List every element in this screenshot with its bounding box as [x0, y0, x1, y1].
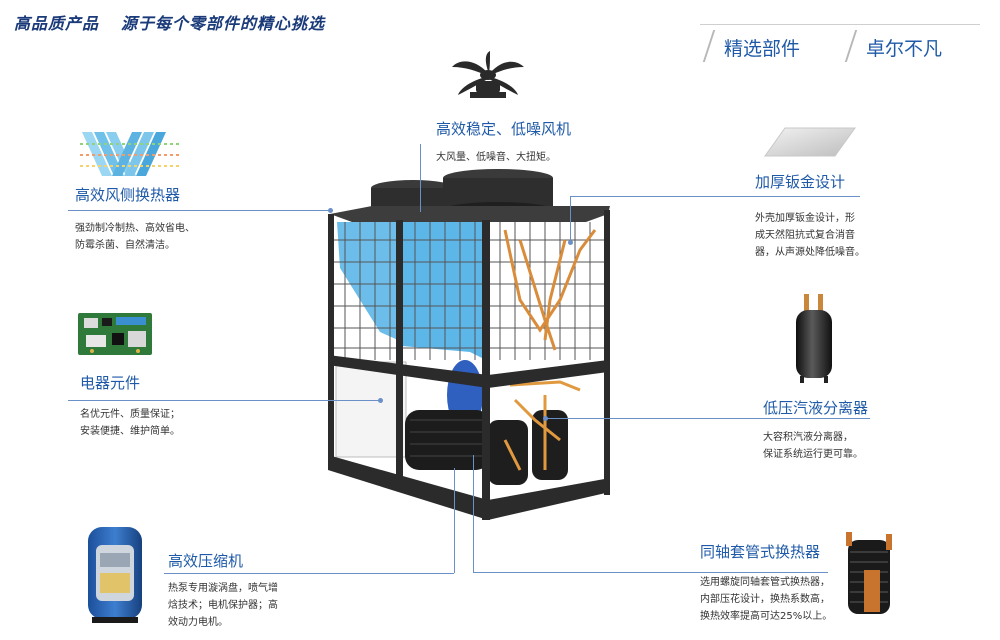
header-divider	[700, 24, 980, 25]
leader-sheet-metal-v	[570, 196, 571, 242]
blue-coil-left	[337, 222, 400, 340]
heat-exchanger-desc-line: 强劲制冷制热、高效省电、	[75, 223, 195, 234]
sheet-metal-desc-line: 成天然阻抗式复合消音	[755, 230, 855, 241]
unit-frame	[328, 210, 610, 520]
fan-icon	[452, 51, 524, 98]
compressor-cluster	[488, 410, 568, 485]
leader-fan	[420, 144, 421, 212]
leader-compressor-h	[164, 573, 454, 574]
fan-title: 高效稳定、低噪风机	[436, 120, 572, 138]
fin-heat-exchanger-icon	[80, 132, 180, 176]
copper-piping-upper	[503, 229, 597, 351]
wire-mesh-grid	[332, 222, 608, 360]
heat-exchanger-desc-line: 防霉杀菌、自然清洁。	[75, 240, 175, 251]
sheet-metal-desc-line: 外壳加厚钣金设计，形	[755, 213, 855, 224]
separator-title: 低压汽液分离器	[763, 399, 869, 417]
electrical-desc-line: 名优元件、质量保证；	[80, 409, 180, 420]
coaxial-desc-line: 换热效率提高可达25%以上。	[700, 611, 833, 622]
tag-excellence: 卓尔不凡	[866, 38, 943, 60]
circuit-board-icon	[78, 313, 152, 355]
blue-coil-front	[402, 222, 486, 360]
sheet-metal-plate-icon	[764, 127, 856, 157]
scroll-compressor-icon	[88, 527, 142, 623]
fan-desc-line: 大风量、低噪音、大扭矩。	[436, 152, 556, 163]
page-headline: 高品质产品 源于每个零部件的精心挑选	[14, 10, 325, 34]
electrical-description: 名优元件、质量保证； 安装便捷、维护简单。	[80, 406, 180, 440]
coaxial-title: 同轴套管式换热器	[700, 543, 821, 561]
top-panel	[330, 206, 610, 222]
coaxial-desc-line: 内部压花设计，换热系数高，	[700, 594, 830, 605]
copper-piping-lower	[503, 380, 581, 471]
leader-dot-sheet-metal	[568, 240, 573, 245]
headline-part-2: 源于每个零部件的精心挑选	[121, 14, 326, 33]
separator-desc-line: 大容积汽液分离器，	[763, 432, 853, 443]
electrical-desc-line: 安装便捷、维护简单。	[80, 426, 180, 437]
leader-sheet-metal-h	[570, 196, 860, 197]
gas-liquid-separator-icon	[796, 294, 832, 383]
separator-description: 大容积汽液分离器， 保证系统运行更可靠。	[763, 429, 863, 463]
electrical-title: 电器元件	[80, 374, 141, 392]
leader-dot-heat-exchanger	[328, 208, 333, 213]
headline-part-1: 高品质产品	[14, 14, 100, 33]
leader-coaxial-h	[473, 572, 828, 573]
leader-heat-exchanger	[68, 210, 330, 211]
fan-description: 大风量、低噪音、大扭矩。	[436, 149, 556, 166]
coaxial-description: 选用螺旋同轴套管式换热器， 内部压花设计，换热系数高， 换热效率提高可达25%以…	[700, 574, 832, 625]
separator-desc-line: 保证系统运行更可靠。	[763, 449, 863, 460]
coaxial-desc-line: 选用螺旋同轴套管式换热器，	[700, 577, 830, 588]
lower-panel-left	[335, 361, 407, 458]
compressor-description: 热泵专用漩涡盘，喷气增 焓技术；电机保护器；高 效动力电机。	[168, 580, 278, 631]
leader-electrical	[68, 400, 380, 401]
leader-compressor-v	[454, 468, 455, 573]
compressor-desc-line: 效动力电机。	[168, 617, 228, 628]
tag-selected-parts: 精选部件	[724, 38, 801, 60]
heat-exchanger-description: 强劲制冷制热、高效省电、 防霉杀菌、自然清洁。	[75, 220, 195, 254]
compressor-title: 高效压缩机	[168, 552, 244, 570]
sheet-metal-description: 外壳加厚钣金设计，形 成天然阻抗式复合消音 器，从声源处降低噪音。	[755, 210, 865, 261]
sheet-metal-desc-line: 器，从声源处降低噪音。	[755, 247, 865, 258]
compressor-desc-line: 热泵专用漩涡盘，喷气增	[168, 583, 278, 594]
leader-separator	[545, 418, 870, 419]
leader-coaxial-v	[473, 455, 474, 572]
leader-dot-separator	[543, 416, 548, 421]
coaxial-coil-icon	[846, 532, 892, 614]
leader-dot-electrical	[378, 398, 383, 403]
sheet-metal-title: 加厚钣金设计	[755, 173, 846, 191]
compressor-desc-line: 焓技术；电机保护器；高	[168, 600, 278, 611]
coaxial-coil-bundle	[405, 410, 490, 470]
heat-exchanger-title: 高效风侧换热器	[75, 186, 181, 204]
